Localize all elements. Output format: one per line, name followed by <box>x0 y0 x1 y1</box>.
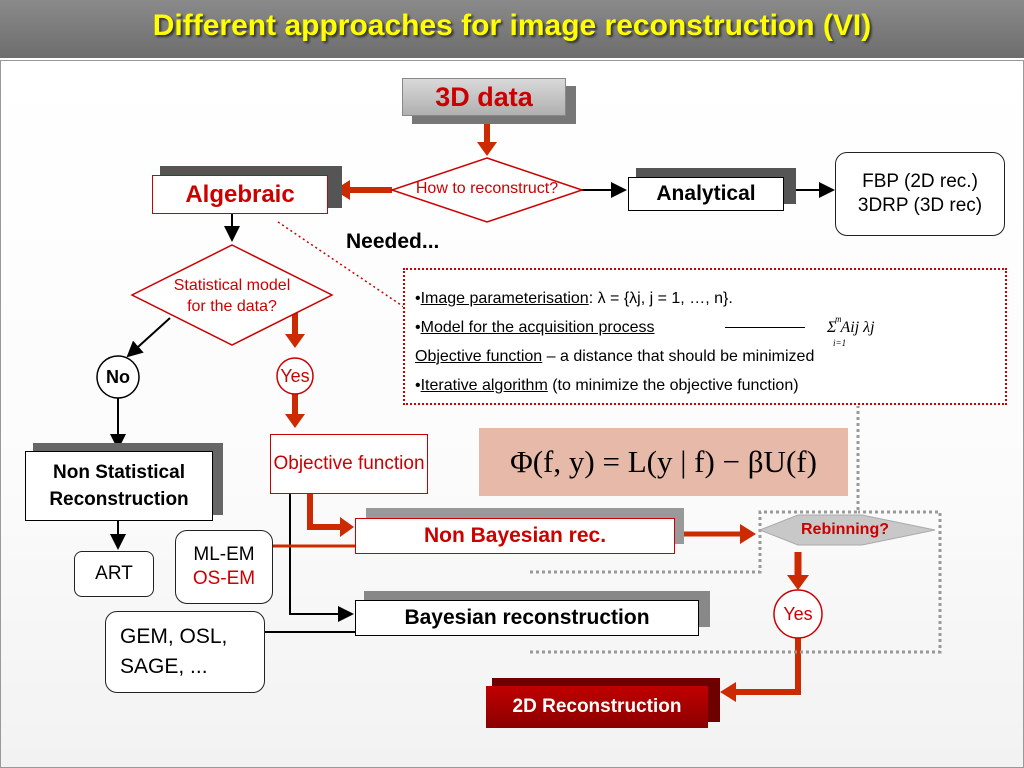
sum-top: m <box>835 314 842 324</box>
mlem-label: ML-EM <box>193 544 255 565</box>
data3d-box: 3D data <box>402 78 566 116</box>
analytical-box: Analytical <box>628 177 784 211</box>
objective-rest: – a distance that should be minimized <box>542 348 815 365</box>
bayes-box: Bayesian reconstruction <box>355 600 699 636</box>
objective-box: Objective function <box>270 434 428 494</box>
art-box: ART <box>74 551 154 597</box>
arrow-to-2drec <box>733 637 801 695</box>
how-to-diamond <box>389 157 585 223</box>
image-param-link: Image parameterisation <box>420 290 589 307</box>
yes2-label: Yes <box>783 603 813 624</box>
arrowhead-nonbayes <box>340 517 354 537</box>
statistical-diamond <box>130 244 334 346</box>
no-circle <box>96 355 140 399</box>
arrow-to-nonbayes <box>307 494 342 530</box>
arrowhead-objective <box>285 414 305 428</box>
gem-box: GEM, OSL, SAGE, ... <box>105 611 265 693</box>
dotted-grey-2 <box>530 510 942 654</box>
arrow-to-bayes <box>289 494 354 622</box>
needed-list-box: •Image parameterisation: λ = {λj, j = 1,… <box>403 268 1007 405</box>
mlem-box: ML-EM OS-EM <box>175 530 273 604</box>
arrowhead-yes <box>285 334 305 348</box>
iterative-link: Iterative algorithm <box>420 377 548 394</box>
statistical-label: Statistical model for the data? <box>173 277 291 315</box>
iterative-rest: (to minimize the objective function) <box>547 377 799 394</box>
rebinning-label: Rebinning? <box>801 521 889 538</box>
gem-line2: SAGE, ... <box>120 655 208 678</box>
algebraic-box: Algebraic <box>152 175 328 214</box>
arrowhead-algebraic <box>334 180 350 200</box>
objective-link: Objective function <box>415 348 543 365</box>
arrowhead-rebinning <box>740 524 756 544</box>
fbp-line2: 3DRP (3D rec) <box>857 195 983 216</box>
arrow-to-no <box>126 317 171 358</box>
rebinning-shape <box>758 514 936 546</box>
sum-bottom: i=1 <box>833 338 847 348</box>
osem-label: OS-EM <box>192 568 256 589</box>
needed-item-1: •Image parameterisation: λ = {λj, j = 1,… <box>415 290 733 307</box>
needed-item-4: •Iterative algorithm (to minimize the ob… <box>415 377 799 394</box>
sum-expr: Σ Aij λj <box>827 319 875 336</box>
fbp-line1: FBP (2D rec.) <box>862 171 978 192</box>
nonstat-box: Non Statistical Reconstruction <box>25 451 213 521</box>
model-arrow-line <box>725 327 805 328</box>
dotted-link <box>277 221 405 308</box>
yes2-circle <box>773 589 823 639</box>
needed-label: Needed... <box>346 230 440 253</box>
gem-line1: GEM, OSL, <box>120 625 228 648</box>
yes-label: Yes <box>280 365 310 386</box>
arrowhead-2drec <box>720 682 736 702</box>
nonbayes-box: Non Bayesian rec. <box>355 518 675 554</box>
arrowhead-yes2 <box>787 575 809 590</box>
model-acq-link: Model for the acquisition process <box>420 319 655 336</box>
no-label: No <box>106 366 130 387</box>
recon2d-box: 2D Reconstruction <box>486 686 708 728</box>
how-to-label: How to reconstruct? <box>415 180 559 197</box>
arrowhead-how <box>477 142 497 156</box>
needed-item-2: •Model for the acquisition process m Σ A… <box>415 313 1005 348</box>
yes-circle <box>276 357 314 395</box>
title-bar <box>0 0 1024 58</box>
image-param-rest: : λ = {λj, j = 1, …, n}. <box>588 290 733 307</box>
slide-title: Different approaches for image reconstru… <box>152 9 872 42</box>
needed-item-3: Objective function – a distance that sho… <box>415 342 1005 371</box>
formula-box: Φ(f, y) = L(y | f) − βU(f) <box>479 428 848 496</box>
fbp-box: FBP (2D rec.) 3DRP (3D rec) <box>835 152 1005 236</box>
dotted-grey-1 <box>530 406 860 574</box>
